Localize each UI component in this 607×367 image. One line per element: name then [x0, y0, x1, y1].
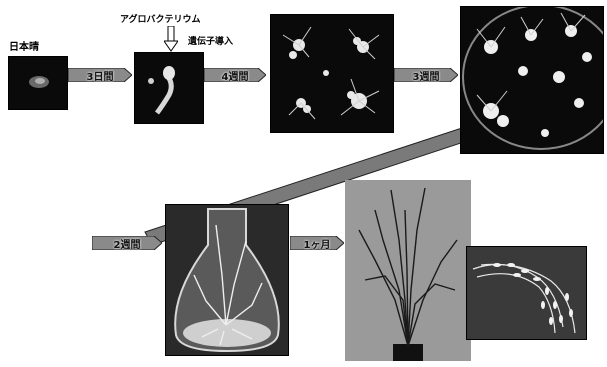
rice-grains-photo	[466, 246, 587, 340]
arrow-step-5: 1ヶ月	[290, 236, 344, 250]
arrow-step-4: 2週間	[92, 236, 162, 250]
arrow-step-1: 3日間	[68, 68, 132, 82]
down-arrow-icon	[164, 26, 178, 52]
infection-photo	[134, 52, 204, 124]
arrow-step-2: 4週間	[204, 68, 266, 82]
arrow-step-5-label: 1ヶ月	[290, 236, 344, 250]
mature-plant-photo	[345, 180, 471, 361]
arrow-step-3-label: 3週間	[394, 68, 458, 82]
arrow-step-4-label: 2週間	[92, 236, 162, 250]
seed-photo	[8, 56, 68, 110]
bacterium-label: アグロバクテリウム	[120, 12, 201, 25]
flask-plantlet-photo	[165, 204, 289, 356]
arrow-step-3: 3週間	[394, 68, 458, 82]
arrow-step-2-label: 4週間	[204, 68, 266, 82]
regeneration-dish-photo	[460, 6, 604, 154]
variety-label: 日本晴	[9, 38, 39, 53]
gene-transfer-label: 遺伝子導入	[188, 34, 233, 47]
callus-plate-photo	[270, 14, 394, 133]
arrow-step-1-label: 3日間	[68, 68, 132, 82]
